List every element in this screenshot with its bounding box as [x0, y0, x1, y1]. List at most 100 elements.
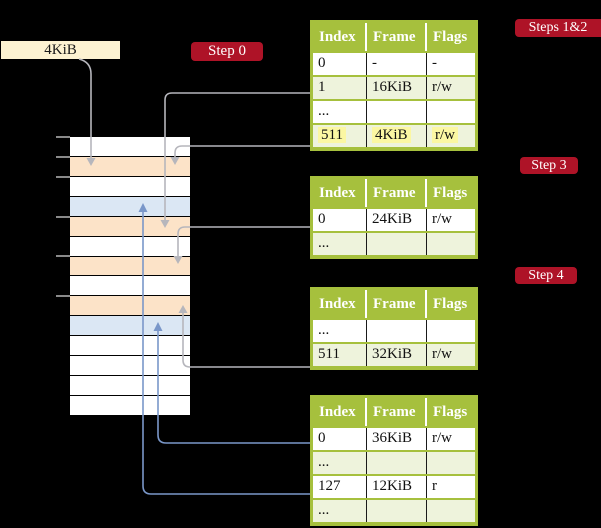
memory-tick	[56, 216, 70, 218]
step-4-badge: Step 4	[515, 267, 577, 284]
memory-tick	[56, 176, 70, 178]
table-cell: ...	[313, 233, 367, 255]
table-cell: 0	[313, 428, 367, 450]
memory-frame-cell-12	[70, 376, 190, 396]
table-cell: 12KiB	[367, 476, 427, 498]
table-cell: r/w	[432, 430, 452, 446]
table-row: ...	[313, 318, 475, 342]
column-header: Frame	[367, 290, 427, 318]
table-cell	[367, 233, 427, 255]
table-row: ...	[313, 99, 475, 123]
table-cell: 24KiB	[367, 209, 427, 231]
memory-frame-cell-2	[70, 176, 190, 197]
table-row: ...	[313, 231, 475, 255]
highlighted-value: r/w	[432, 127, 458, 143]
arrow-entry0-to-24kib-frame	[173, 226, 310, 264]
table-cell: r/w	[432, 211, 452, 227]
table-cell	[367, 320, 427, 342]
memory-frame-cell-10	[70, 336, 190, 357]
table-cell: r/w	[432, 79, 452, 95]
table-cell	[427, 233, 475, 255]
table-cell: 4KiB	[367, 125, 427, 147]
memory-tick	[56, 255, 70, 257]
column-header: Index	[313, 398, 367, 426]
table-row: ...	[313, 498, 475, 522]
page-size-label: 4KiB	[1, 41, 120, 59]
memory-frame-cell-13	[70, 395, 190, 415]
table-cell: ...	[313, 500, 367, 522]
table-cell: 1	[313, 77, 367, 99]
table-row: 511 4KiB r/w	[313, 123, 475, 147]
column-header: Frame	[367, 23, 427, 51]
table-cell: -	[432, 55, 437, 71]
memory-frame-cell-8	[70, 296, 190, 317]
step-0-badge: Step 0	[191, 42, 263, 61]
table-cell: ...	[313, 101, 367, 123]
table-cell: r/w	[427, 125, 475, 147]
table-cell: 511	[313, 125, 367, 147]
memory-frame-cell-0	[70, 137, 190, 157]
memory-frame-cell-9	[70, 316, 190, 337]
column-header: Flags	[433, 29, 468, 45]
table-cell	[367, 101, 427, 123]
memory-frame-cell-7	[70, 276, 190, 297]
table-cell: 0	[313, 209, 367, 231]
table-cell: 36KiB	[367, 428, 427, 450]
table-row: ...	[313, 450, 475, 474]
column-header: Frame	[367, 398, 427, 426]
table-cell	[427, 101, 475, 123]
memory-tick	[56, 156, 70, 158]
table-cell: 16KiB	[367, 77, 427, 99]
arrow-entry511-to-32kib-frame	[178, 305, 310, 368]
memory-frame-cell-5	[70, 236, 190, 257]
memory-tick	[56, 136, 70, 138]
table-cell: 0	[313, 53, 367, 75]
table-cell	[427, 452, 475, 474]
column-header: Flags	[433, 404, 468, 420]
column-header: Index	[313, 23, 367, 51]
table-cell: r/w	[432, 346, 452, 362]
column-header: Flags	[433, 296, 468, 312]
steps-1-2-badge: Steps 1&2	[515, 19, 601, 37]
memory-frame-cell-1	[70, 156, 190, 177]
table-cell: r	[432, 478, 437, 494]
table-cell: 127	[313, 476, 367, 498]
table-cell	[367, 452, 427, 474]
table-cell	[427, 320, 475, 342]
table-cell: -	[367, 53, 427, 75]
table-cell: 32KiB	[367, 344, 427, 366]
memory-column	[70, 137, 190, 415]
column-header: Index	[313, 179, 367, 207]
table-cell	[367, 500, 427, 522]
memory-frame-cell-11	[70, 356, 190, 377]
column-header: Frame	[367, 179, 427, 207]
step-3-badge: Step 3	[520, 157, 578, 174]
table-cell: ...	[313, 320, 367, 342]
highlighted-value: 511	[318, 127, 346, 143]
table-cell: ...	[313, 452, 367, 474]
memory-frame-cell-4	[70, 216, 190, 237]
memory-frame-cell-6	[70, 256, 190, 277]
table-cell	[427, 500, 475, 522]
table-cell: 511	[313, 344, 367, 366]
memory-tick	[56, 295, 70, 297]
table-row: 0--	[313, 51, 475, 75]
memory-frame-cell-3	[70, 196, 190, 217]
column-header: Index	[313, 290, 367, 318]
highlighted-value: 4KiB	[372, 127, 411, 143]
column-header: Flags	[433, 185, 468, 201]
arrow-entry511-to-4kib-frame	[170, 145, 310, 165]
